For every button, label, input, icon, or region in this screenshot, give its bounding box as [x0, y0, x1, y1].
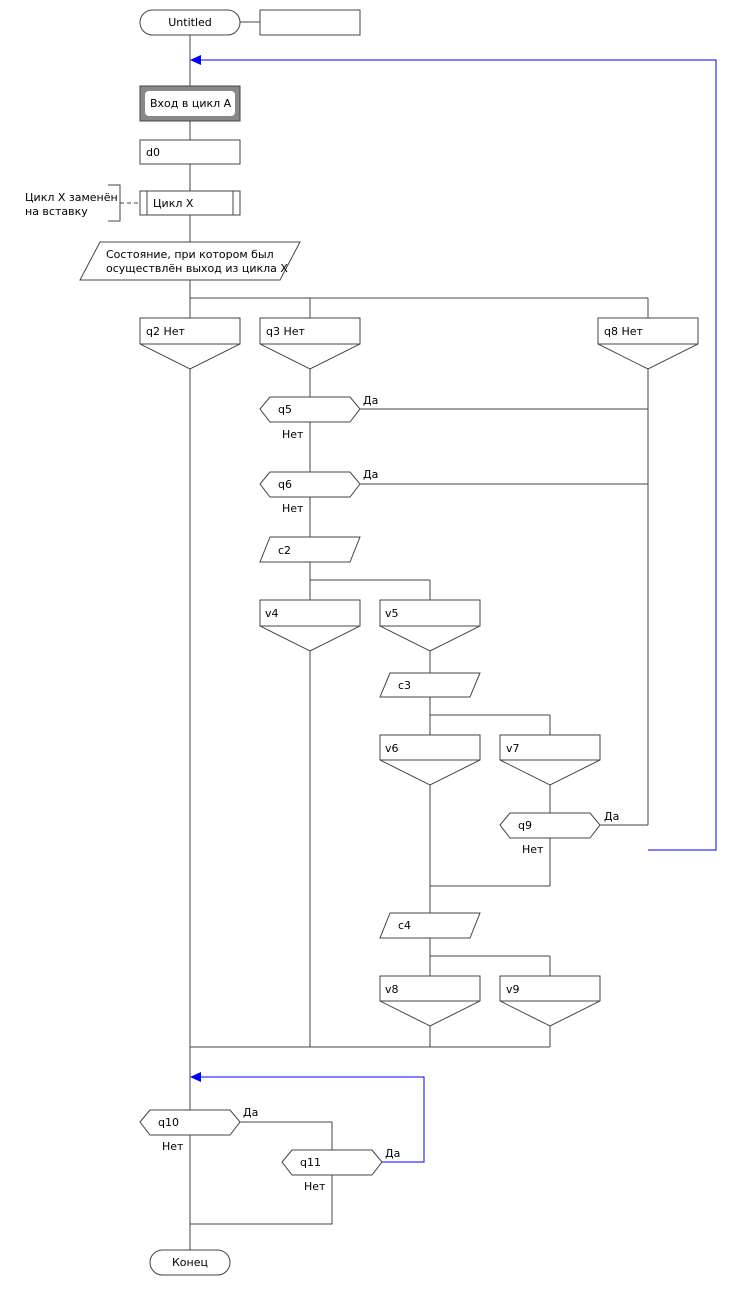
- svg-text:v5: v5: [385, 607, 399, 620]
- branch-q3[interactable]: q3 Нет: [259, 317, 361, 370]
- svg-text:осуществлён выход из цикла X: осуществлён выход из цикла X: [106, 262, 288, 275]
- svg-text:Нет: Нет: [522, 843, 544, 856]
- variant-v8[interactable]: v8: [379, 975, 481, 1027]
- arrowhead-icon: [190, 1072, 201, 1082]
- title-node[interactable]: Untitled: [139, 9, 241, 36]
- svg-text:Состояние, при котором был: Состояние, при котором был: [106, 248, 274, 261]
- state-output-node[interactable]: Состояние, при котором был осуществлён в…: [79, 241, 301, 281]
- svg-text:q5: q5: [278, 403, 292, 416]
- output-c2[interactable]: c2: [259, 536, 361, 563]
- variant-v4[interactable]: v4: [259, 599, 361, 652]
- question-q5[interactable]: q5 Да Нет: [259, 394, 378, 441]
- svg-text:q3 Нет: q3 Нет: [266, 325, 306, 338]
- svg-text:v6: v6: [385, 742, 399, 755]
- output-c3[interactable]: c3: [379, 672, 481, 698]
- svg-text:Цикл X: Цикл X: [153, 197, 194, 210]
- svg-text:Untitled: Untitled: [168, 16, 212, 29]
- branch-q8[interactable]: q8 Нет: [597, 317, 699, 370]
- svg-text:q9: q9: [518, 819, 532, 832]
- insert-comment: Цикл X заменён на вставку: [25, 184, 140, 222]
- svg-text:q11: q11: [300, 1156, 321, 1169]
- loop-arrow-q11: [190, 1072, 425, 1163]
- svg-text:q2 Нет: q2 Нет: [146, 325, 186, 338]
- svg-text:Конец: Конец: [172, 1256, 208, 1269]
- svg-text:Да: Да: [243, 1106, 258, 1119]
- svg-text:Нет: Нет: [282, 502, 304, 515]
- output-c4[interactable]: c4: [379, 912, 481, 939]
- loop-start-node[interactable]: Вход в цикл А: [139, 85, 241, 122]
- arrowhead-icon: [190, 55, 201, 65]
- svg-text:Нет: Нет: [304, 1180, 326, 1193]
- question-q6[interactable]: q6 Да Нет: [259, 468, 378, 515]
- svg-text:q8 Нет: q8 Нет: [604, 325, 644, 338]
- svg-text:Да: Да: [385, 1147, 400, 1160]
- branch-q2[interactable]: q2 Нет: [139, 317, 241, 370]
- svg-text:v4: v4: [265, 607, 279, 620]
- svg-text:на вставку: на вставку: [25, 205, 88, 218]
- question-q9[interactable]: q9 Да Нет: [499, 810, 619, 856]
- svg-text:c3: c3: [398, 679, 411, 692]
- svg-text:Цикл X заменён: Цикл X заменён: [25, 191, 118, 204]
- svg-text:Да: Да: [604, 810, 619, 823]
- svg-text:c2: c2: [278, 544, 291, 557]
- question-q10[interactable]: q10 Да Нет: [139, 1106, 258, 1153]
- parameters-box[interactable]: [259, 9, 361, 36]
- variant-v5[interactable]: v5: [379, 599, 481, 652]
- insert-node[interactable]: Цикл X: [139, 190, 241, 216]
- svg-text:Вход в цикл А: Вход в цикл А: [150, 97, 232, 110]
- svg-text:Нет: Нет: [282, 428, 304, 441]
- svg-text:v8: v8: [385, 983, 399, 996]
- variant-v7[interactable]: v7: [499, 734, 601, 786]
- svg-text:Нет: Нет: [162, 1140, 184, 1153]
- variant-v6[interactable]: v6: [379, 734, 481, 786]
- svg-text:q6: q6: [278, 478, 292, 491]
- loop-arrow-a: [190, 55, 717, 851]
- end-node[interactable]: Конец: [149, 1249, 231, 1276]
- svg-text:Да: Да: [363, 394, 378, 407]
- svg-text:v9: v9: [506, 983, 520, 996]
- svg-text:c4: c4: [398, 919, 411, 932]
- svg-text:Да: Да: [363, 468, 378, 481]
- svg-text:d0: d0: [146, 146, 160, 159]
- svg-text:v7: v7: [506, 742, 520, 755]
- action-d0[interactable]: d0: [139, 139, 241, 165]
- variant-v9[interactable]: v9: [499, 975, 601, 1027]
- svg-text:q10: q10: [158, 1116, 179, 1129]
- question-q11[interactable]: q11 Да Нет: [281, 1147, 400, 1193]
